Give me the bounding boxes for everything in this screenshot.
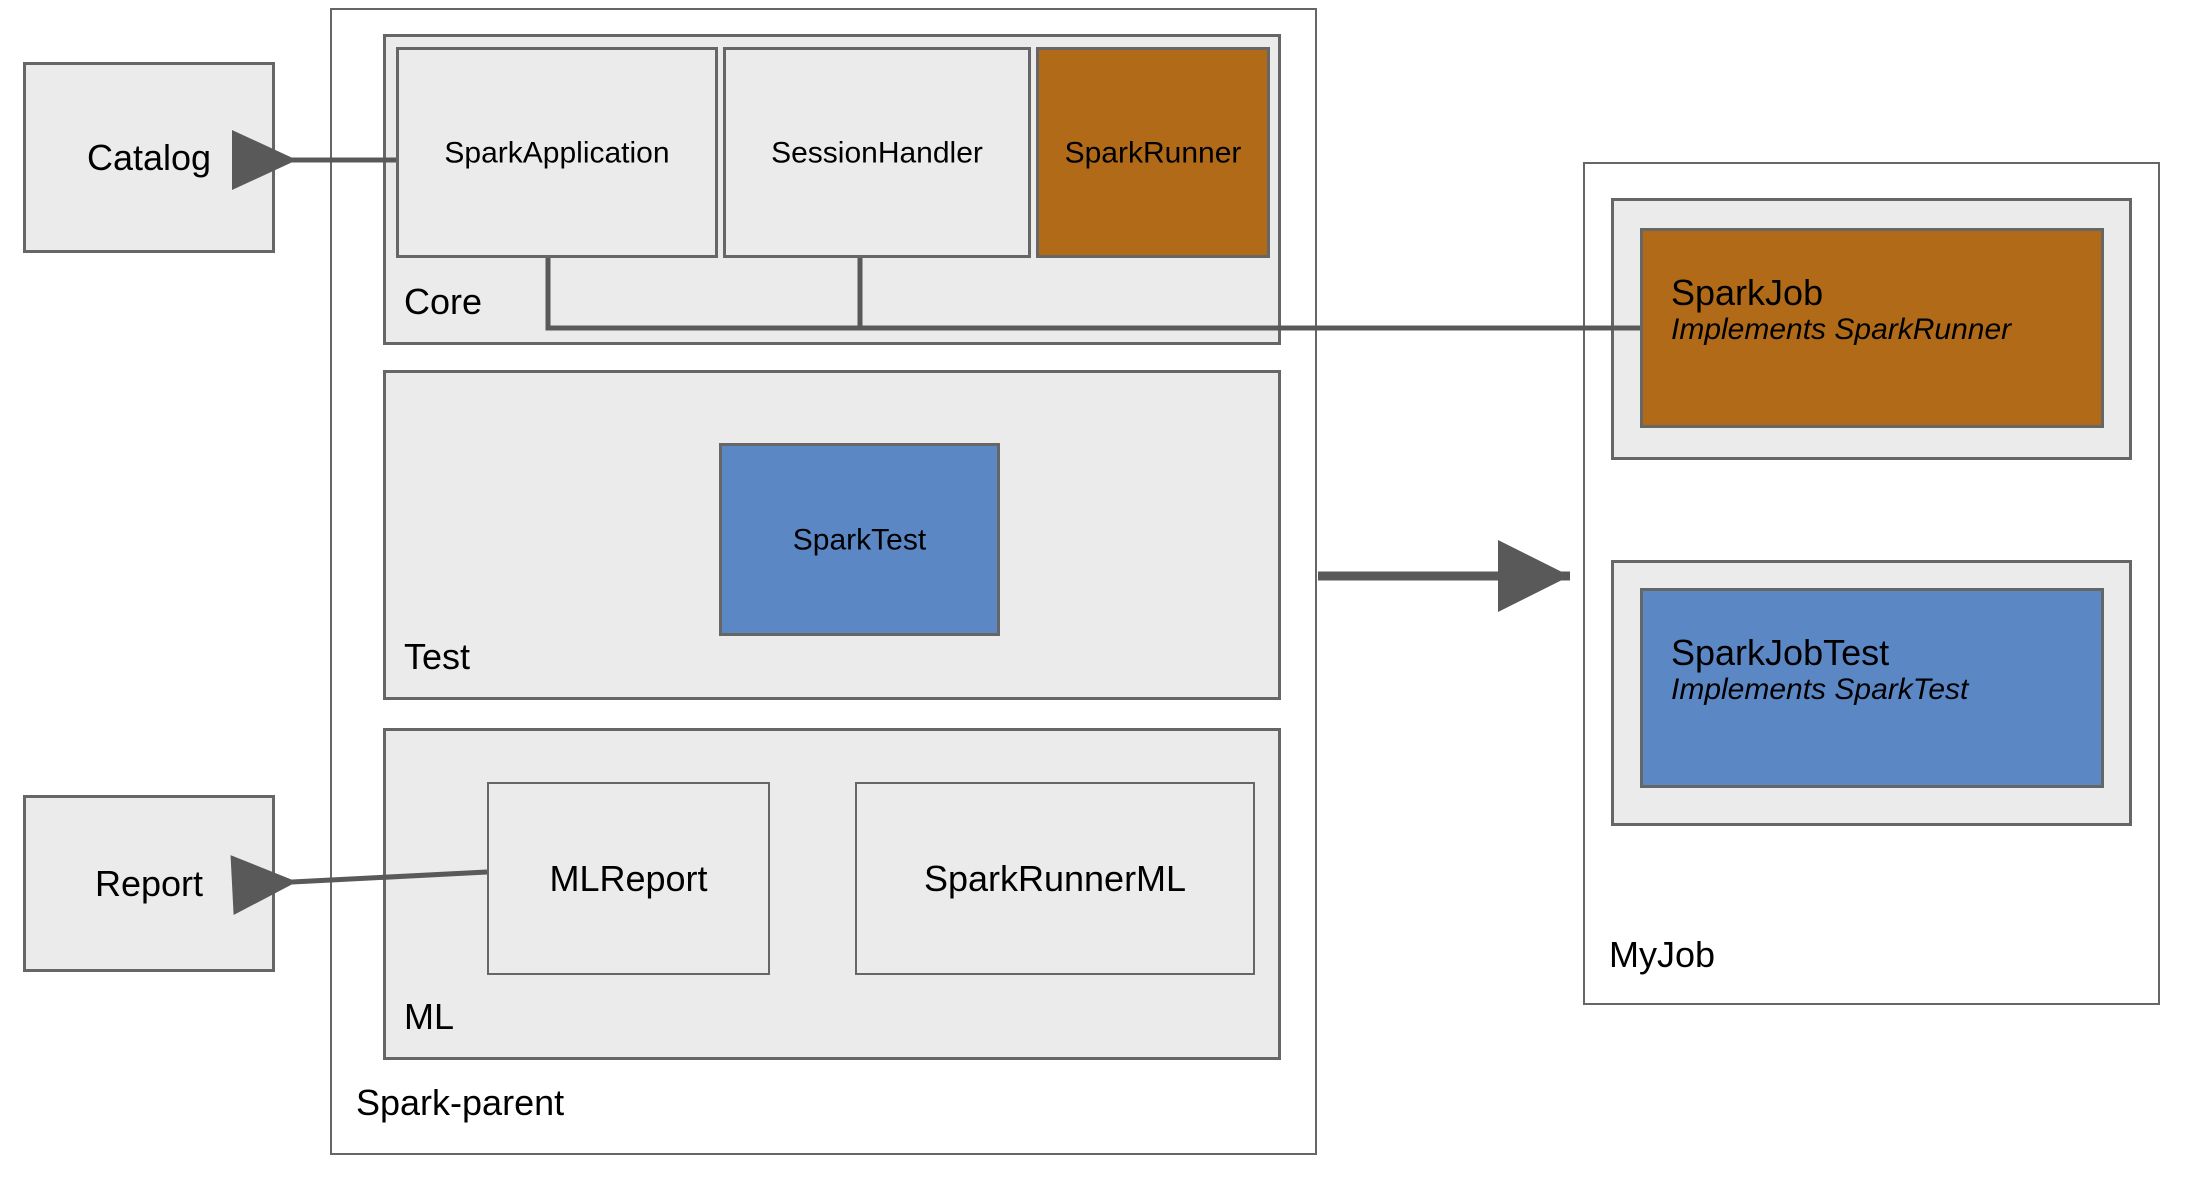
node-sessionhandler-label: SessionHandler — [771, 135, 983, 169]
node-sparkjob-label: SparkJob — [1671, 272, 1824, 313]
node-sessionhandler[interactable]: SessionHandler — [723, 47, 1031, 258]
container-myjob-label: MyJob — [1609, 934, 1716, 975]
node-sparkapplication-label: SparkApplication — [444, 135, 670, 169]
node-catalog[interactable]: Catalog — [23, 62, 275, 253]
node-sparkjobtest-sublabel: Implements SparkTest — [1671, 673, 1969, 707]
panel-ml-label: ML — [404, 996, 455, 1037]
node-sparkjobtest-label-group: SparkJobTest Implements SparkTest — [1671, 632, 2089, 707]
node-sparkjobtest[interactable]: SparkJobTest Implements SparkTest — [1640, 588, 2104, 788]
panel-core-label: Core — [404, 281, 483, 322]
node-mlreport-label: MLReport — [549, 857, 708, 899]
node-sparkrunner-label: SparkRunner — [1064, 135, 1242, 169]
node-sparkjob-sublabel: Implements SparkRunner — [1671, 313, 2012, 347]
node-sparkapplication[interactable]: SparkApplication — [396, 47, 718, 258]
node-sparkrunnerml-label: SparkRunnerML — [923, 857, 1187, 899]
node-sparkrunner[interactable]: SparkRunner — [1036, 47, 1270, 258]
node-sparkjob[interactable]: SparkJob Implements SparkRunner — [1640, 228, 2104, 428]
node-mlreport[interactable]: MLReport — [487, 782, 770, 975]
node-sparkjobtest-label: SparkJobTest — [1671, 632, 1890, 673]
node-sparkjob-label-group: SparkJob Implements SparkRunner — [1671, 272, 2089, 347]
node-sparkrunnerml[interactable]: SparkRunnerML — [855, 782, 1255, 975]
node-report[interactable]: Report — [23, 795, 275, 972]
node-report-label: Report — [94, 862, 204, 904]
node-sparktest[interactable]: SparkTest — [719, 443, 1000, 636]
panel-test-label: Test — [404, 636, 471, 677]
node-catalog-label: Catalog — [86, 136, 212, 178]
container-spark-parent-label: Spark-parent — [356, 1082, 565, 1123]
node-sparktest-label: SparkTest — [792, 522, 927, 556]
